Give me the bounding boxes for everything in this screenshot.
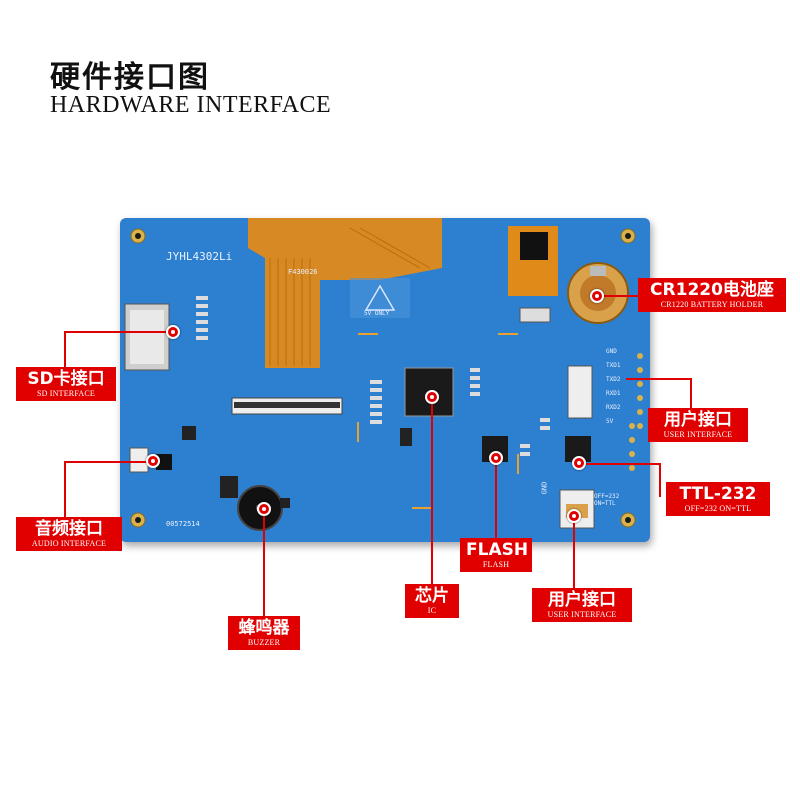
pin-silk-item: TXD2 <box>606 376 621 383</box>
board-model-silk: JYHL4302Li <box>166 250 233 263</box>
buzzer-label-en: BUZZER <box>247 637 281 647</box>
ttl-label-cn: TTL-232 <box>679 484 757 504</box>
ttl-label-en: OFF=232 ON=TTL <box>684 503 752 513</box>
sd-label-cn: SD卡接口 <box>27 369 105 389</box>
flash-label-en: FLASH <box>482 559 510 569</box>
pcb-board: JYHL4302Li 00572514 F430026 5V ONLY GND … <box>120 218 650 542</box>
buzzer-label: 蜂鸣器 BUZZER <box>228 616 300 651</box>
pcb-artwork <box>124 218 643 531</box>
battery-label-cn: CR1220电池座 <box>650 280 774 300</box>
flash-leader-v <box>495 458 497 538</box>
buzzer-label-cn: 蜂鸣器 <box>238 618 290 638</box>
audio-leader-h <box>64 461 152 463</box>
user-right-leader-h <box>626 378 692 380</box>
user-interface-bottom-label: 用户接口 USER INTERFACE <box>532 588 632 623</box>
battery-marker-dot <box>590 289 604 303</box>
battery-leader-h <box>598 295 638 297</box>
audio-marker-dot <box>146 454 160 468</box>
ttl-marker-dot <box>572 456 586 470</box>
flash-label-cn: FLASH <box>466 540 529 560</box>
warning-silk: 5V ONLY <box>364 310 390 317</box>
ic-label-en: IC <box>427 605 437 615</box>
ic-label: 芯片 IC <box>405 584 459 619</box>
j7-gnd-silk: GND <box>540 481 549 495</box>
audio-label-en: AUDIO INTERFACE <box>31 538 107 548</box>
page-title-en: HARDWARE INTERFACE <box>50 92 332 118</box>
audio-label-cn: 音频接口 <box>35 519 103 539</box>
pin-silk-item: RXD1 <box>606 390 621 397</box>
sd-marker-dot <box>166 325 180 339</box>
battery-label-en: CR1220 BATTERY HOLDER <box>660 299 764 309</box>
flash-label: FLASH FLASH <box>460 538 532 573</box>
audio-leader-v <box>64 461 66 517</box>
flash-marker-dot <box>489 451 503 465</box>
switch-silk: OFF=232 ON=TTL <box>594 493 620 507</box>
pin-silk-item: TXD1 <box>606 362 621 369</box>
pin-silk-item: RXD2 <box>606 404 621 411</box>
buzzer-leader-v <box>263 510 265 616</box>
ic-label-cn: 芯片 <box>415 586 449 606</box>
pin-silk-item: GND <box>606 348 617 355</box>
buzzer-marker-dot <box>257 502 271 516</box>
sd-interface-label: SD卡接口 SD INTERFACE <box>16 367 116 402</box>
ttl-leader-h <box>585 463 661 465</box>
sd-leader-v <box>64 331 66 367</box>
board-serial-silk: 00572514 <box>166 520 200 528</box>
pin-silk-item: 5V <box>606 418 614 425</box>
user-bottom-label-en: USER INTERFACE <box>547 609 617 619</box>
fpc-silk: F430026 <box>288 268 318 276</box>
ic-marker-dot <box>425 390 439 404</box>
ttl-leader-v <box>659 463 661 497</box>
battery-holder-label: CR1220电池座 CR1220 BATTERY HOLDER <box>638 278 786 313</box>
sd-label-en: SD INTERFACE <box>36 388 96 398</box>
user-right-leader-v <box>690 378 692 408</box>
user-bottom-label-cn: 用户接口 <box>548 590 616 610</box>
user-interface-right-label: 用户接口 USER INTERFACE <box>648 408 748 443</box>
ttl-232-label: TTL-232 OFF=232 ON=TTL <box>666 482 770 517</box>
audio-interface-label: 音频接口 AUDIO INTERFACE <box>16 517 122 552</box>
pin-silk-list: GND TXD1 TXD2 RXD1 RXD2 5V <box>606 348 636 432</box>
page-title-cn: 硬件接口图 <box>50 60 210 95</box>
user-bottom-marker-dot <box>567 509 581 523</box>
sd-leader-h <box>64 331 172 333</box>
user-bottom-leader-v <box>573 516 575 588</box>
ic-leader-v <box>431 398 433 584</box>
user-right-label-en: USER INTERFACE <box>663 429 733 439</box>
user-right-label-cn: 用户接口 <box>664 410 732 430</box>
